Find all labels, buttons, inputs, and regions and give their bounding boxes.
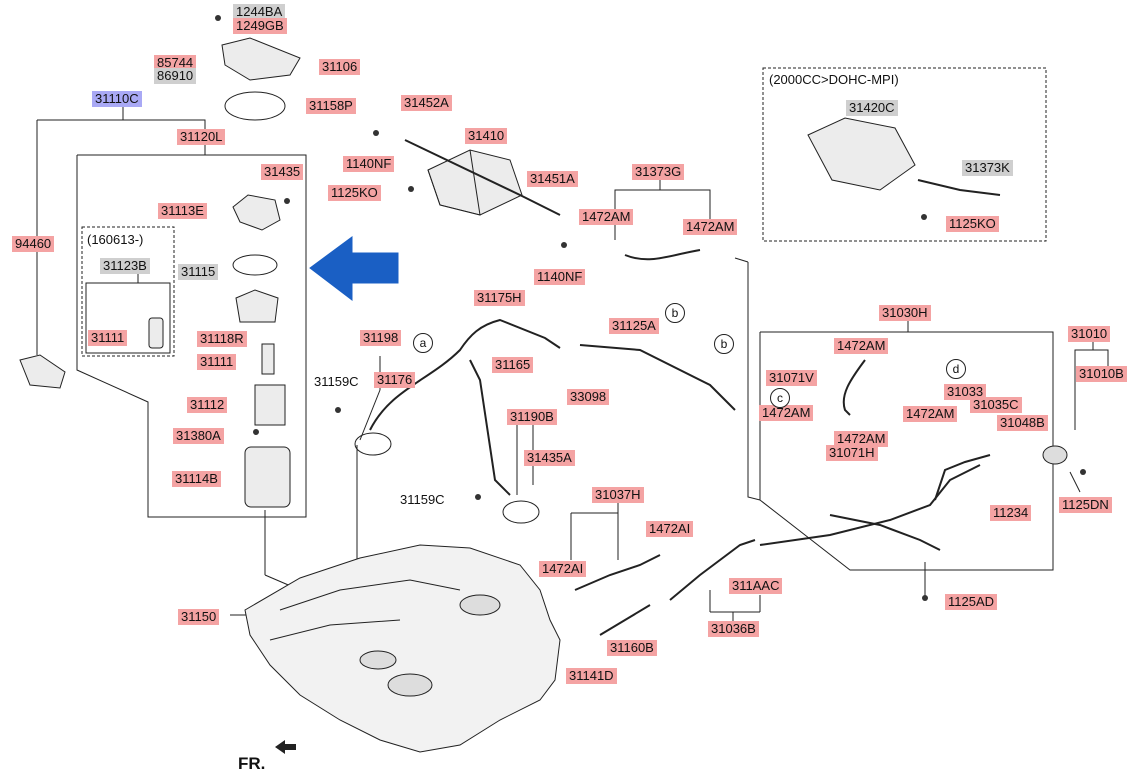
part-label-31111-date[interactable]: 31111	[88, 330, 128, 346]
variant-box-frame	[762, 67, 1047, 242]
part-label-1140nf-b[interactable]: 1140NF	[534, 269, 586, 285]
part-label-31035c[interactable]: 31035C	[970, 397, 1022, 413]
pointer-arrow	[309, 236, 399, 302]
small-filter	[148, 317, 164, 349]
part-label-31165[interactable]: 31165	[492, 357, 534, 373]
part-label-1472am-d[interactable]: 1472AM	[759, 405, 814, 421]
pump-o-ring	[232, 254, 278, 276]
callout-c: c	[770, 388, 790, 408]
part-label-31158p[interactable]: 31158P	[306, 98, 356, 114]
part-label-31106[interactable]: 31106	[319, 59, 361, 75]
pump-reservoir	[244, 446, 291, 508]
part-label-31071v[interactable]: 31071V	[766, 370, 817, 386]
fuel-pump-module-frame	[76, 154, 307, 518]
part-label-31452a[interactable]: 31452A	[401, 95, 452, 111]
part-label-31120l[interactable]: 31120L	[177, 129, 226, 145]
part-label-1472am-f[interactable]: 1472AM	[834, 431, 889, 447]
fuel-sender	[19, 354, 66, 389]
part-label-31037h[interactable]: 31037H	[592, 487, 644, 503]
pump-filter	[261, 343, 275, 375]
part-label-1125ko-a[interactable]: 1125KO	[328, 185, 381, 201]
part-label-31176[interactable]: 31176	[374, 372, 416, 388]
part-label-31030h[interactable]: 31030H	[879, 305, 931, 321]
part-label-1140nf-a[interactable]: 1140NF	[343, 156, 395, 172]
part-label-94460[interactable]: 94460	[12, 236, 55, 252]
pump-motor	[254, 384, 286, 426]
filler-seal-a	[354, 432, 392, 456]
part-label-31115[interactable]: 31115	[178, 264, 219, 280]
part-label-1125dn[interactable]: 1125DN	[1059, 497, 1112, 513]
part-label-31071h[interactable]: 31071H	[826, 445, 878, 461]
callout-d: d	[946, 359, 966, 379]
canister-variant	[807, 117, 916, 191]
part-label-31435a[interactable]: 31435A	[524, 450, 575, 466]
variant-box-title: (2000CC>DOHC-MPI)	[769, 72, 899, 87]
canister	[427, 149, 523, 216]
part-label-31198[interactable]: 31198	[360, 330, 402, 346]
part-label-31190b[interactable]: 31190B	[507, 409, 557, 425]
part-label-31114b[interactable]: 31114B	[172, 471, 221, 487]
filler-seal-b	[502, 500, 540, 524]
part-label-31175h[interactable]: 31175H	[474, 290, 525, 306]
pump-bracket	[235, 289, 279, 323]
part-label-31048b[interactable]: 31048B	[997, 415, 1048, 431]
part-label-31125a[interactable]: 31125A	[609, 318, 659, 334]
part-label-1472am-b[interactable]: 1472AM	[683, 219, 738, 235]
date-box-title: (160613-)	[87, 232, 144, 247]
part-label-31010[interactable]: 31010	[1068, 326, 1111, 342]
part-label-31435[interactable]: 31435	[261, 164, 304, 180]
part-label-1249gb[interactable]: 1249GB	[233, 18, 287, 34]
part-label-31036b[interactable]: 31036B	[708, 621, 759, 637]
fuel-tank	[244, 544, 561, 753]
part-label-1125ad[interactable]: 1125AD	[945, 594, 998, 610]
part-label-31420c[interactable]: 31420C	[846, 100, 898, 116]
callout-b-2: b	[714, 334, 734, 354]
part-label-31159c-b: 31159C	[400, 492, 445, 507]
part-label-1472ai-b[interactable]: 1472AI	[539, 561, 587, 577]
part-label-31150[interactable]: 31150	[178, 609, 220, 625]
filler-neck-frame	[759, 331, 1054, 571]
part-label-31410[interactable]: 31410	[465, 128, 508, 144]
part-label-31112[interactable]: 31112	[187, 397, 228, 413]
part-label-31380a[interactable]: 31380A	[173, 428, 224, 444]
part-label-86910[interactable]: 86910	[154, 68, 197, 84]
part-label-1472am-e[interactable]: 1472AM	[903, 406, 958, 422]
part-label-11234[interactable]: 11234	[990, 505, 1032, 521]
part-label-311aac[interactable]: 311AAC	[729, 578, 783, 594]
part-label-33098[interactable]: 33098	[567, 389, 610, 405]
part-label-1244ba[interactable]: 1244BA	[233, 4, 286, 20]
part-label-31451a[interactable]: 31451A	[527, 171, 578, 187]
part-label-1472am-a[interactable]: 1472AM	[579, 209, 634, 225]
date-box-frame	[81, 226, 175, 357]
part-label-1125ko-variant[interactable]: 1125KO	[946, 216, 999, 232]
fuel-cap	[1042, 445, 1068, 465]
part-label-85744[interactable]: 85744	[154, 55, 197, 71]
part-label-1472am-c[interactable]: 1472AM	[834, 338, 889, 354]
front-direction-arrow	[275, 740, 296, 754]
pump-cap	[232, 194, 281, 231]
part-label-31110c[interactable]: 31110C	[92, 91, 142, 107]
part-label-31123b[interactable]: 31123B	[100, 258, 150, 274]
bolt-1244ba	[215, 15, 221, 21]
part-label-31160b[interactable]: 31160B	[607, 640, 657, 656]
part-label-31159c-a: 31159C	[314, 374, 359, 389]
part-label-31010b[interactable]: 31010B	[1076, 366, 1127, 382]
flange-gasket	[224, 91, 286, 121]
part-label-31118r[interactable]: 31118R	[197, 331, 247, 347]
part-label-31111-pump[interactable]: 31111	[197, 354, 237, 370]
callout-b-1: b	[665, 303, 685, 323]
part-label-31113e[interactable]: 31113E	[158, 203, 207, 219]
front-direction-label: FR.	[238, 754, 266, 773]
pump-flange	[221, 37, 301, 81]
part-label-1472ai-a[interactable]: 1472AI	[646, 521, 694, 537]
part-label-31141d[interactable]: 31141D	[566, 668, 617, 684]
callout-a: a	[413, 333, 433, 353]
part-label-31373g[interactable]: 31373G	[632, 164, 685, 180]
part-label-31033[interactable]: 31033	[944, 384, 987, 400]
part-label-31373k[interactable]: 31373K	[962, 160, 1013, 176]
date-box-inner-frame	[85, 282, 171, 354]
